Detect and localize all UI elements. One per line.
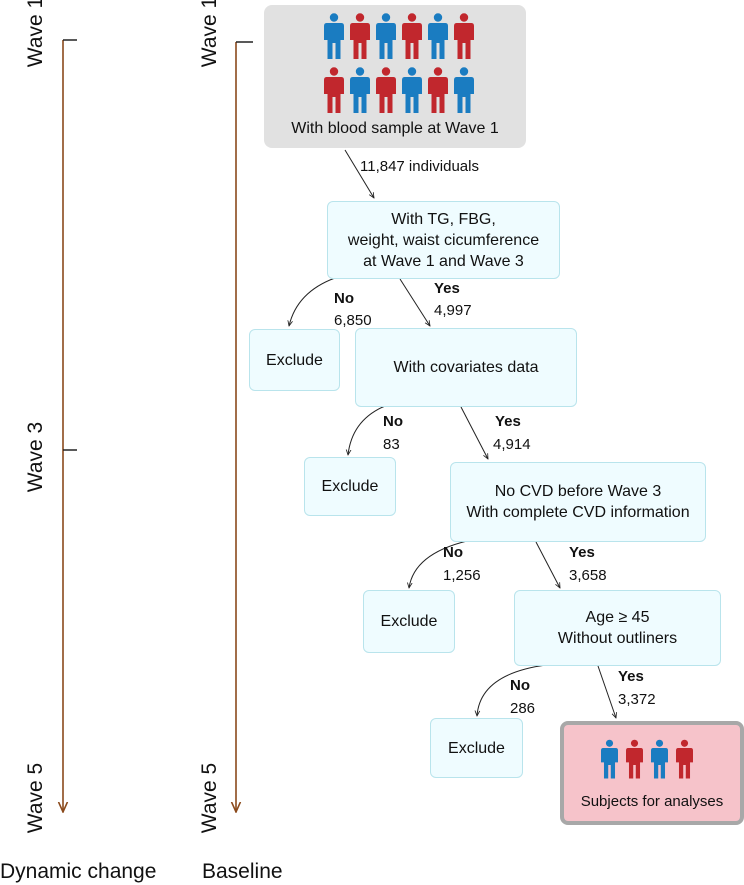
step3-line1: No CVD before Wave 3 xyxy=(494,483,662,500)
start-box-label: With blood sample at Wave 1 xyxy=(291,120,499,137)
arrow-step4-no xyxy=(477,664,547,716)
step2-no-label: No xyxy=(383,413,403,430)
step3-exclude-label: Exclude xyxy=(380,613,438,630)
step1-line2: weight, waist cicumference xyxy=(347,231,540,249)
step1-yes-count: 4,997 xyxy=(434,302,472,319)
left-wave1-label: Wave 1 xyxy=(24,0,47,68)
arrow-step2-yes xyxy=(460,406,488,459)
final-subjects-label: Subjects for analyses xyxy=(580,793,724,810)
step2-yes-count: 4,914 xyxy=(493,436,531,453)
step3-no-label: No xyxy=(443,544,463,561)
arrow-step1-yes xyxy=(399,278,430,326)
arrow-step1-no xyxy=(289,277,336,326)
step4-criteria-box: Age ≥ 45 Without outliners xyxy=(514,590,721,666)
step3-yes-count: 3,658 xyxy=(569,567,607,584)
step1-exclude-box: Exclude xyxy=(249,329,340,391)
step3-criteria-box: No CVD before Wave 3 With complete CVD i… xyxy=(450,462,706,542)
left-timeline xyxy=(63,39,77,812)
step4-line2: Without outliners xyxy=(557,630,678,647)
step2-yes-label: Yes xyxy=(495,413,521,430)
step3-yes-label: Yes xyxy=(569,544,595,561)
right-wave1-label: Wave 1 xyxy=(198,0,221,68)
step1-yes-label: Yes xyxy=(434,280,460,297)
start-box: With blood sample at Wave 1 xyxy=(264,5,526,148)
step4-no-label: No xyxy=(510,677,530,694)
step4-yes-count: 3,372 xyxy=(618,691,656,708)
left-wave3-label: Wave 3 xyxy=(24,421,47,493)
arrow-step3-no xyxy=(409,540,468,588)
arrow-step3-yes xyxy=(535,541,560,588)
step1-exclude-label: Exclude xyxy=(266,351,323,369)
step1-line3: at Wave 1 and Wave 3 xyxy=(363,252,524,270)
step4-no-count: 286 xyxy=(510,700,536,717)
step4-line1: Age ≥ 45 xyxy=(585,609,650,626)
step4-exclude-box: Exclude xyxy=(430,718,523,778)
step2-line1: With covariates data xyxy=(393,359,539,376)
step3-line2: With complete CVD information xyxy=(466,504,690,521)
step2-exclude-box: Exclude xyxy=(304,457,396,516)
start-count: 11,847 individuals xyxy=(360,158,479,175)
right-timeline xyxy=(236,41,253,812)
arrow-step4-yes xyxy=(597,665,616,718)
left-wave5-label: Wave 5 xyxy=(24,762,47,834)
step3-no-count: 1,256 xyxy=(443,567,481,584)
step1-no-count: 6,850 xyxy=(334,312,372,329)
step4-exclude-label: Exclude xyxy=(448,739,505,757)
arrow-start-to-step1 xyxy=(344,149,374,198)
step2-criteria-box: With covariates data xyxy=(355,328,577,407)
step1-criteria-box: With TG, FBG, weight, waist cicumference… xyxy=(327,201,560,279)
step4-yes-label: Yes xyxy=(618,668,644,685)
step1-line1: With TG, FBG, xyxy=(391,210,496,228)
step3-exclude-box: Exclude xyxy=(363,590,455,653)
right-timeline-caption: Baseline xyxy=(202,860,283,883)
arrow-step2-no xyxy=(348,405,386,455)
left-timeline-caption: Dynamic change xyxy=(0,860,157,883)
step2-exclude-label: Exclude xyxy=(321,478,379,495)
step2-no-count: 83 xyxy=(383,436,400,453)
step1-no-label: No xyxy=(334,290,354,307)
final-subjects-box: Subjects for analyses xyxy=(560,721,744,825)
right-wave5-label: Wave 5 xyxy=(198,762,221,834)
